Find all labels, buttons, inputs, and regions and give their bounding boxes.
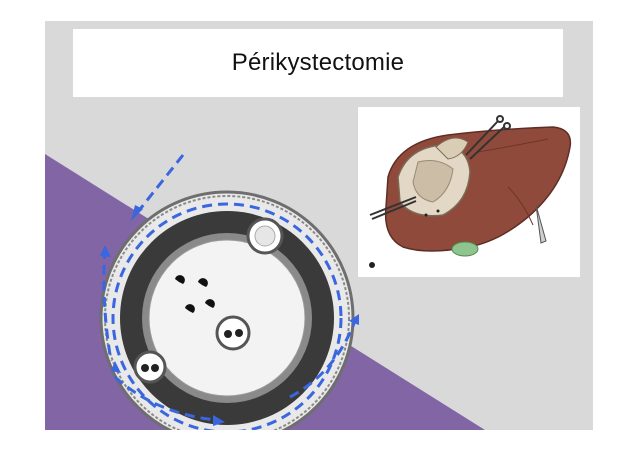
resection-line xyxy=(111,202,343,430)
slide-title: Périkystectomie xyxy=(231,49,405,76)
vesicle-icon xyxy=(133,350,167,384)
scalpel-icon xyxy=(369,196,417,220)
forceps-icon xyxy=(465,115,511,160)
arrow-head-icon xyxy=(213,415,225,426)
scolex-icon xyxy=(175,275,215,313)
dissection-arrows xyxy=(102,154,357,422)
retractor-icon xyxy=(535,204,547,244)
vesicle-icon xyxy=(215,315,251,351)
arrow-heads xyxy=(100,205,359,426)
gallbladder xyxy=(451,241,479,257)
liver-icon xyxy=(369,115,572,268)
cyst-diagram xyxy=(45,154,485,430)
vesicle-icon xyxy=(246,217,284,255)
arrow-head-icon xyxy=(111,361,121,373)
title-box: Périkystectomie xyxy=(73,29,563,97)
arrow-head-icon xyxy=(131,205,143,221)
arrow-head-icon xyxy=(349,314,359,325)
arrow-head-icon xyxy=(100,245,111,257)
liver-illustration-panel xyxy=(358,107,580,277)
logo-mark xyxy=(369,262,375,268)
slide: Périkystectomie xyxy=(45,21,593,430)
